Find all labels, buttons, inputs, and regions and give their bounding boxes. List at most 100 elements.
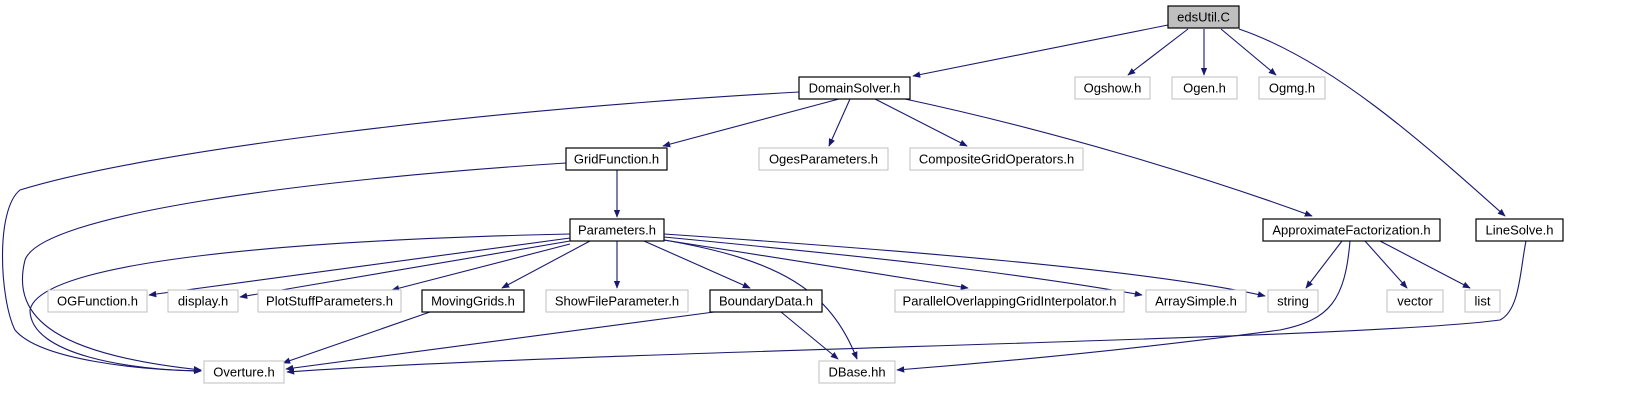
edge-DomainSolver-to-ApproximateFactorization xyxy=(904,98,1313,217)
node-Ogen: Ogen.h xyxy=(1171,76,1238,100)
node-box-vector xyxy=(1386,289,1444,313)
node-label-edsUtil: edsUtil.C xyxy=(1177,10,1230,25)
node-label-vector: vector xyxy=(1397,294,1433,309)
node-label-display: display.h xyxy=(178,294,228,309)
node-OGFunction: OGFunction.h xyxy=(47,289,148,313)
edge-ApproximateFactorization-to-string xyxy=(1305,240,1343,289)
node-label-OgesParameters: OgesParameters.h xyxy=(769,152,878,167)
node-box-OGFunction xyxy=(47,289,148,313)
node-Ogshow: Ogshow.h xyxy=(1074,76,1151,100)
node-list: list xyxy=(1464,289,1501,313)
node-label-ShowFileParameter: ShowFileParameter.h xyxy=(555,294,679,309)
node-box-Ogmg xyxy=(1258,76,1326,100)
node-LineSolve[interactable]: LineSolve.h xyxy=(1475,218,1564,242)
edge-DomainSolver-to-OgesParameters xyxy=(828,98,851,147)
edge-MovingGrids-to-Overture xyxy=(282,311,431,364)
edge-BoundaryData-to-DBase xyxy=(780,311,839,360)
node-box-OgesParameters xyxy=(758,147,889,171)
edge-Parameters-to-string xyxy=(663,233,1266,298)
node-box-BoundaryData xyxy=(709,289,823,313)
node-Ogmg: Ogmg.h xyxy=(1258,76,1326,100)
edge-Parameters-to-MovingGrids xyxy=(501,240,591,289)
edge-edsUtil-to-DomainSolver xyxy=(912,24,1169,78)
edge-GridFunction-to-Overture xyxy=(21,162,567,373)
node-PlotStuffParameters: PlotStuffParameters.h xyxy=(257,289,402,313)
node-BoundaryData[interactable]: BoundaryData.h xyxy=(709,289,823,313)
edges xyxy=(2,24,1527,375)
edge-BoundaryData-to-Overture xyxy=(285,311,715,372)
node-box-display xyxy=(167,289,239,313)
node-box-Parameters xyxy=(569,218,665,242)
node-MovingGrids[interactable]: MovingGrids.h xyxy=(421,289,525,313)
node-box-PlotStuffParameters xyxy=(257,289,402,313)
node-string: string xyxy=(1267,289,1319,313)
node-box-MovingGrids xyxy=(421,289,525,313)
node-edsUtil[interactable]: edsUtil.C xyxy=(1167,5,1240,29)
node-label-string: string xyxy=(1277,294,1309,309)
node-box-Overture xyxy=(203,360,285,384)
edge-edsUtil-to-Ogshow xyxy=(1127,28,1189,76)
node-ArraySimple: ArraySimple.h xyxy=(1145,289,1247,313)
edge-DomainSolver-to-CompositeGridOperators xyxy=(874,98,968,147)
node-Overture: Overture.h xyxy=(203,360,285,384)
node-label-BoundaryData: BoundaryData.h xyxy=(719,294,813,309)
node-label-GridFunction: GridFunction.h xyxy=(574,152,659,167)
node-box-ParallelOverlappingGridInterpolator xyxy=(894,289,1125,313)
node-box-DBase xyxy=(818,360,896,384)
node-CompositeGridOperators: CompositeGridOperators.h xyxy=(909,147,1084,171)
node-box-edsUtil xyxy=(1167,5,1240,29)
edge-Parameters-to-OGFunction xyxy=(148,237,571,298)
edge-ApproximateFactorization-to-DBase xyxy=(896,240,1351,373)
node-label-Ogshow: Ogshow.h xyxy=(1084,81,1142,96)
edge-Parameters-to-BoundaryData xyxy=(643,240,751,289)
node-display: display.h xyxy=(167,289,239,313)
node-DBase: DBase.hh xyxy=(818,360,896,384)
node-box-LineSolve xyxy=(1475,218,1564,242)
edge-Parameters-to-Overture xyxy=(29,233,571,375)
node-ShowFileParameter: ShowFileParameter.h xyxy=(545,289,689,313)
node-label-Parameters: Parameters.h xyxy=(578,223,656,238)
node-label-Ogmg: Ogmg.h xyxy=(1269,81,1315,96)
node-GridFunction[interactable]: GridFunction.h xyxy=(565,147,668,171)
node-label-list: list xyxy=(1475,294,1491,309)
edge-Parameters-to-ArraySimple xyxy=(663,236,1143,297)
node-OgesParameters: OgesParameters.h xyxy=(758,147,889,171)
node-label-ArraySimple: ArraySimple.h xyxy=(1155,294,1237,309)
node-box-ApproximateFactorization xyxy=(1262,218,1441,242)
node-label-Ogen: Ogen.h xyxy=(1183,81,1226,96)
edge-DomainSolver-to-GridFunction xyxy=(662,98,840,148)
node-box-GridFunction xyxy=(565,147,668,171)
edge-Parameters-to-ParallelOverlappingGridInterpolator xyxy=(663,239,969,291)
node-Parameters[interactable]: Parameters.h xyxy=(569,218,665,242)
edge-edsUtil-to-LineSolve xyxy=(1238,28,1506,217)
nodes: edsUtil.C DomainSolver.h Ogshow.h Ogen.h Ogm… xyxy=(47,5,1564,384)
node-label-Overture: Overture.h xyxy=(213,365,274,380)
node-box-Ogen xyxy=(1171,76,1238,100)
edge-ApproximateFactorization-to-vector xyxy=(1364,240,1408,289)
node-label-ApproximateFactorization: ApproximateFactorization.h xyxy=(1272,223,1430,238)
node-label-OGFunction: OGFunction.h xyxy=(57,294,138,309)
node-box-ShowFileParameter xyxy=(545,289,689,313)
edge-Parameters-to-DBase xyxy=(663,239,858,360)
edge-ApproximateFactorization-to-list xyxy=(1379,240,1471,289)
edge-Parameters-to-display xyxy=(239,240,571,299)
node-box-string xyxy=(1267,289,1319,313)
node-label-LineSolve: LineSolve.h xyxy=(1486,223,1554,238)
node-label-MovingGrids: MovingGrids.h xyxy=(431,294,515,309)
edge-edsUtil-to-Ogmg xyxy=(1220,28,1277,76)
node-box-ArraySimple xyxy=(1145,289,1247,313)
node-box-list xyxy=(1464,289,1501,313)
edge-LineSolve-to-Overture xyxy=(286,240,1527,375)
node-vector: vector xyxy=(1386,289,1444,313)
node-label-PlotStuffParameters: PlotStuffParameters.h xyxy=(266,294,393,309)
node-box-Ogshow xyxy=(1074,76,1151,100)
node-label-DBase: DBase.hh xyxy=(828,365,885,380)
node-label-DomainSolver: DomainSolver.h xyxy=(809,81,901,96)
node-box-CompositeGridOperators xyxy=(909,147,1084,171)
node-ApproximateFactorization[interactable]: ApproximateFactorization.h xyxy=(1262,218,1441,242)
node-box-DomainSolver xyxy=(798,76,911,100)
node-label-CompositeGridOperators: CompositeGridOperators.h xyxy=(919,152,1074,167)
node-label-ParallelOverlappingGridInterpolator: ParallelOverlappingGridInterpolator.h xyxy=(903,294,1117,309)
node-DomainSolver[interactable]: DomainSolver.h xyxy=(798,76,911,100)
